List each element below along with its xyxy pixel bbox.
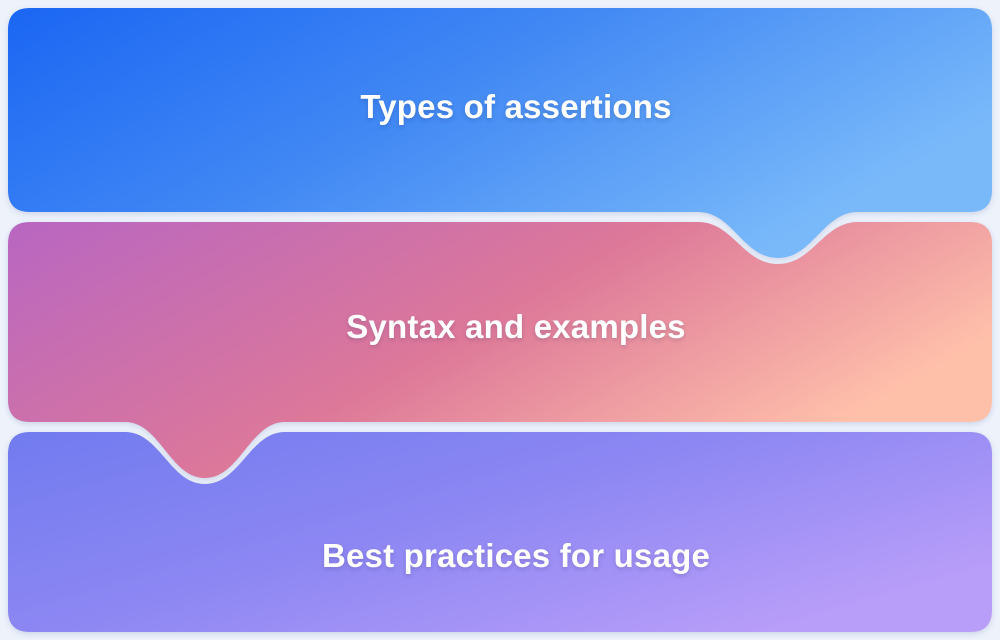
card-shape-best-practices [8,432,992,632]
card-shape-types-of-assertions [8,8,992,258]
card-shape-syntax-and-examples [8,222,992,478]
